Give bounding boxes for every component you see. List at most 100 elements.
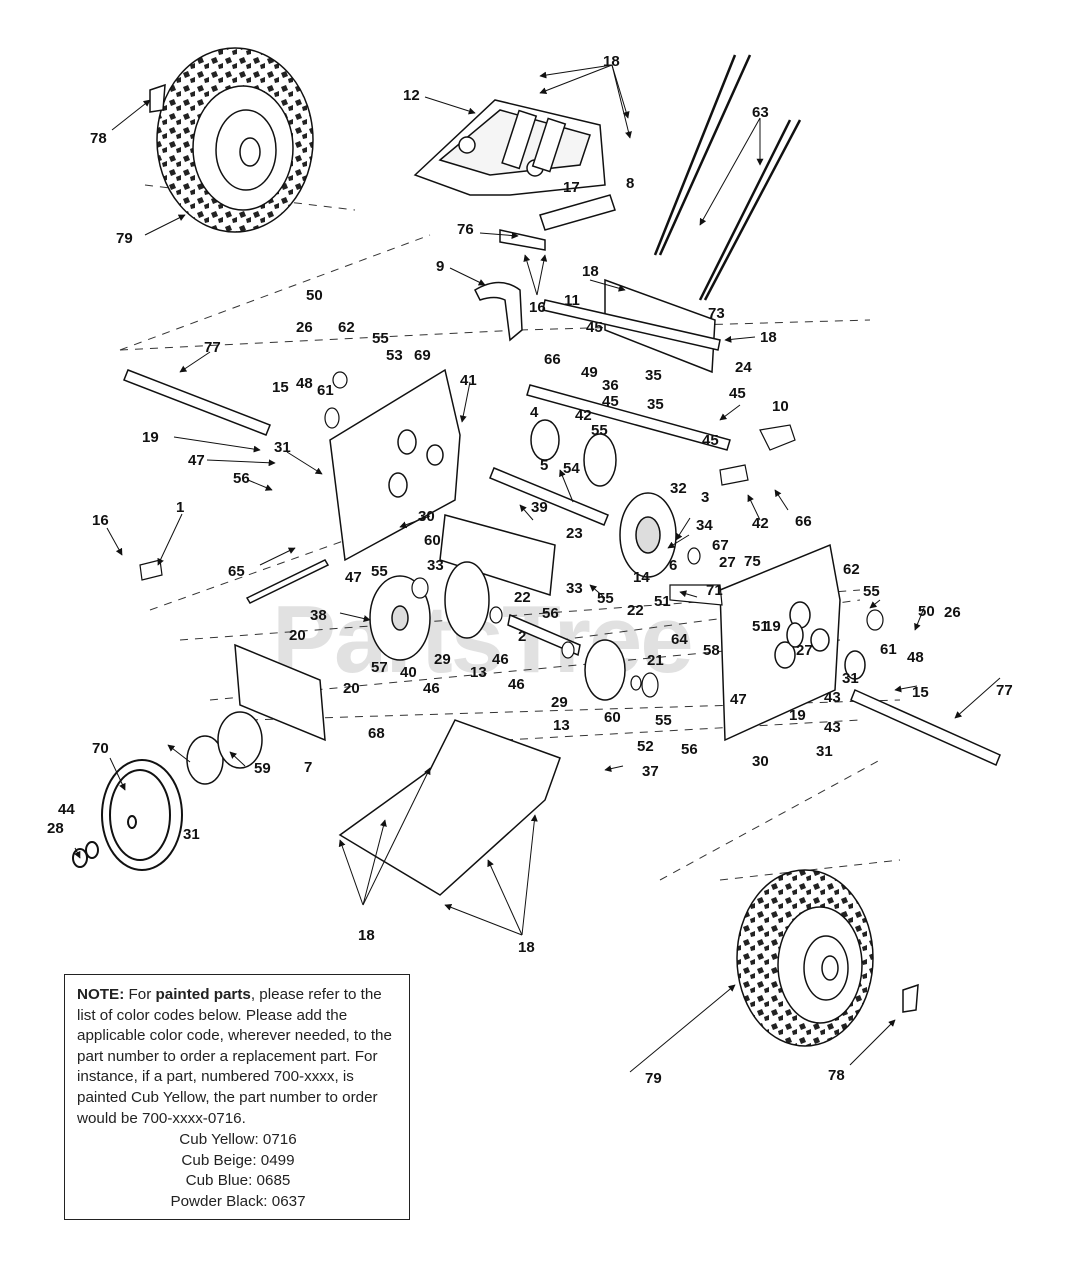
callout-5: 5 — [540, 457, 548, 474]
callout-58: 58 — [703, 642, 720, 659]
top-frame-plate — [413, 99, 606, 196]
callout-37: 37 — [642, 763, 659, 780]
callout-26: 26 — [296, 319, 313, 336]
callout-22: 22 — [627, 602, 644, 619]
callout-54: 54 — [563, 460, 580, 477]
callout-13: 13 — [553, 717, 570, 734]
callout-28: 28 — [47, 820, 64, 837]
callout-1: 1 — [176, 499, 184, 516]
callout-76: 76 — [457, 221, 474, 238]
bracket — [234, 643, 326, 742]
callout-21: 21 — [647, 652, 664, 669]
callout-60: 60 — [424, 532, 441, 549]
callout-10: 10 — [772, 398, 789, 415]
callout-47: 47 — [345, 569, 362, 586]
callout-73: 73 — [708, 305, 725, 322]
callout-26: 26 — [944, 604, 961, 621]
callout-51: 51 — [654, 593, 671, 610]
callout-42: 42 — [752, 515, 769, 532]
callout-46: 46 — [423, 680, 440, 697]
color-code-list: Cub Yellow: 0716 Cub Beige: 0499 Cub Blu… — [77, 1130, 399, 1212]
callout-62: 62 — [843, 561, 860, 578]
note-text-2: , please refer to the list of color code… — [77, 986, 392, 1127]
callout-2: 2 — [518, 628, 526, 645]
callout-23: 23 — [566, 525, 583, 542]
callout-13: 13 — [470, 664, 487, 681]
callouts: 18 12 63 78 79 17 8 76 9 16 18 73 18 50 … — [47, 53, 1013, 1087]
callout-19: 19 — [142, 429, 159, 446]
callout-39: 39 — [531, 499, 548, 516]
callout-55: 55 — [655, 712, 672, 729]
callout-16: 16 — [92, 512, 109, 529]
callout-59: 59 — [254, 760, 271, 777]
callout-29: 29 — [551, 694, 568, 711]
callout-14: 14 — [633, 569, 650, 586]
color-code-item: Cub Yellow: 0716 — [179, 1131, 297, 1149]
callout-15: 15 — [272, 379, 289, 396]
leader-lines — [74, 64, 1001, 1073]
callout-4: 4 — [530, 404, 539, 421]
callout-35: 35 — [645, 367, 662, 384]
callout-46: 46 — [492, 651, 509, 668]
callout-20: 20 — [343, 680, 360, 697]
callout-75: 75 — [744, 553, 761, 570]
callout-47: 47 — [188, 452, 205, 469]
callout-18: 18 — [603, 53, 620, 70]
callout-19: 19 — [789, 707, 806, 724]
callout-56: 56 — [542, 605, 559, 622]
callout-29: 29 — [434, 651, 451, 668]
callout-27: 27 — [719, 554, 736, 571]
wheel-top-left — [149, 47, 314, 233]
note-lead: NOTE: — [77, 986, 125, 1003]
callout-61: 61 — [880, 641, 897, 658]
note-bold-painted-parts: painted parts — [155, 986, 251, 1003]
callout-77: 77 — [996, 682, 1013, 699]
callout-41: 41 — [460, 372, 477, 389]
callout-34: 34 — [696, 517, 713, 534]
callout-33: 33 — [427, 557, 444, 574]
callout-38: 38 — [310, 607, 327, 624]
callout-66: 66 — [544, 351, 561, 368]
callout-42: 42 — [575, 407, 592, 424]
drive-pulley — [72, 759, 183, 871]
callout-79: 79 — [116, 230, 133, 247]
color-code-item: Cub Beige: 0499 — [181, 1151, 295, 1169]
callout-35: 35 — [647, 396, 664, 413]
callout-67: 67 — [712, 537, 729, 554]
callout-47: 47 — [730, 691, 747, 708]
callout-48: 48 — [296, 375, 313, 392]
callout-62: 62 — [338, 319, 355, 336]
callout-55: 55 — [597, 590, 614, 607]
callout-18: 18 — [518, 939, 535, 956]
callout-16: 16 — [529, 299, 546, 316]
callout-30: 30 — [418, 508, 435, 525]
callout-70: 70 — [92, 740, 109, 757]
callout-45: 45 — [729, 385, 746, 402]
callout-31: 31 — [183, 826, 200, 843]
callout-43: 43 — [824, 719, 841, 736]
callout-31: 31 — [842, 670, 859, 687]
callout-32: 32 — [670, 480, 687, 497]
callout-66: 66 — [795, 513, 812, 530]
painted-parts-note: NOTE: For painted parts, please refer to… — [64, 974, 410, 1220]
callout-55: 55 — [372, 330, 389, 347]
callout-48: 48 — [907, 649, 924, 666]
bottom-cover — [338, 719, 561, 896]
handle-rods — [653, 54, 802, 301]
color-code-item: Powder Black: 0637 — [170, 1192, 306, 1210]
right-side-plate — [719, 543, 841, 742]
callout-9: 9 — [436, 258, 444, 275]
callout-43: 43 — [824, 689, 841, 706]
callout-55: 55 — [371, 563, 388, 580]
callout-77: 77 — [204, 339, 221, 356]
hub-assembly — [186, 711, 263, 785]
callout-69: 69 — [414, 347, 431, 364]
callout-24: 24 — [735, 359, 752, 376]
callout-52: 52 — [637, 738, 654, 755]
callout-45: 45 — [586, 319, 603, 336]
callout-7: 7 — [304, 759, 312, 776]
center-frame-plate — [439, 514, 556, 596]
callout-64: 64 — [671, 631, 688, 648]
callout-8: 8 — [626, 175, 634, 192]
callout-56: 56 — [681, 741, 698, 758]
